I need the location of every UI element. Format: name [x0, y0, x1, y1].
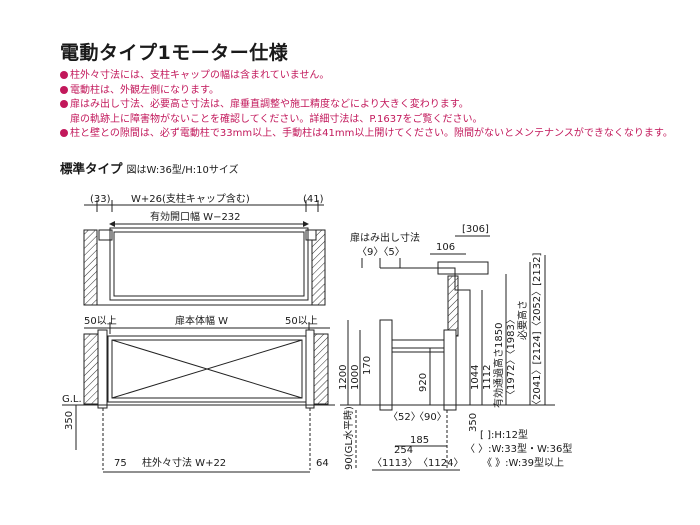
note-item: 電動柱は、外観左側になります。 — [60, 84, 673, 99]
dim-350-section: 350 — [468, 413, 479, 432]
dim-185: 185 — [410, 435, 429, 446]
post-outer-width: 柱外々寸法 W+22 — [142, 456, 226, 469]
dim-1124: 〈1124〉 — [418, 457, 463, 469]
right-clearance-label: 50以上 — [285, 315, 318, 327]
notes-list: 柱外々寸法には、支柱キャップの幅は含まれていません。 電動柱は、外観左側になりま… — [60, 69, 673, 142]
required-height: 必要高さ — [516, 300, 529, 340]
passage-height: 有効通過高さ1850 — [492, 323, 505, 408]
dim-306: [306] — [462, 224, 489, 235]
door-width-label: 扉本体幅 W — [175, 314, 228, 327]
bullet-icon — [60, 100, 68, 108]
bullet-icon — [60, 129, 68, 137]
plan-opening-width: 有効開口幅 W−232 — [150, 210, 241, 223]
left-post-offset: 75 — [114, 458, 127, 469]
note-item: 柱と壁との隙間は、必ず電動柱で33mm以上、手動柱は41mm以上開けてください。… — [60, 127, 673, 142]
dim-52: 〈52〉 — [388, 411, 421, 423]
dim-920: 920 — [418, 373, 429, 392]
legend-item: 《 》:W:39型以上 — [482, 456, 564, 469]
dim-90: 〈90〉 — [414, 411, 447, 423]
front-elevation: 50以上 50以上 扉本体幅 W G.L. 350 75 64 柱外々寸法 W+… — [62, 314, 335, 473]
note-item: 扉はみ出し寸法、必要高さ寸法は、扉垂直調整や施工精度などにより大きく変わります。 — [60, 98, 673, 113]
dim-106: 106 — [436, 242, 455, 253]
bullet-icon — [60, 71, 68, 79]
passage-height-alt: 〈1972〉〈1983〉 — [505, 314, 517, 400]
dim-1113: 〈1113〉 — [372, 457, 417, 469]
level-note: 90(GL水平時) — [343, 406, 355, 470]
note-item: 扉の軌跡上に障害物がないことを確認してください。詳細寸法は、P.1637をご覧く… — [70, 113, 483, 125]
dim-1112: 1112 — [482, 365, 493, 390]
section-heading: 標準タイプ図はW:36型/H:10サイズ — [60, 161, 239, 176]
plan-overall-width: W+26(支柱キャップ含む) — [131, 192, 250, 205]
left-clearance-label: 50以上 — [84, 315, 117, 327]
dim-1200: 1200 — [338, 365, 349, 390]
dim-1000: 1000 — [350, 365, 361, 390]
foundation-depth: 350 — [64, 411, 75, 430]
plan-right-gap: (41) — [303, 194, 324, 205]
legend: [ ]:H:12型 〈 〉:W:33型・W:36型 《 》:W:39型以上 — [465, 428, 572, 469]
bullet-icon — [60, 85, 68, 94]
dim-254: 254 — [394, 445, 413, 456]
ground-level-label: G.L. — [62, 394, 82, 405]
door-swing-label: 扉はみ出し寸法 — [350, 231, 420, 244]
page-title: 電動タイプ1モーター仕様 — [60, 42, 289, 64]
required-height-alt: 〈2041〉[2124]〈2052〉[2132] — [531, 252, 543, 410]
note-item: 柱外々寸法には、支柱キャップの幅は含まれていません。 — [60, 69, 673, 84]
legend-item: [ ]:H:12型 — [480, 428, 528, 441]
section-caption: 図はW:36型/H:10サイズ — [126, 165, 239, 176]
door-swing-values: 〈9〉〈5〉 — [357, 246, 405, 258]
right-post-offset: 64 — [316, 458, 329, 469]
plan-left-gap: (33) — [90, 194, 111, 205]
plan-view: (33) (41) W+26(支柱キャップ含む) 有効開口幅 W−232 — [83, 192, 326, 306]
dim-1044: 1044 — [470, 365, 481, 390]
side-section: 扉はみ出し寸法 〈9〉〈5〉 [306] 106 1200 1000 170 9… — [338, 224, 555, 471]
dim-170: 170 — [362, 356, 373, 375]
legend-item: 〈 〉:W:33型・W:36型 — [465, 442, 572, 455]
